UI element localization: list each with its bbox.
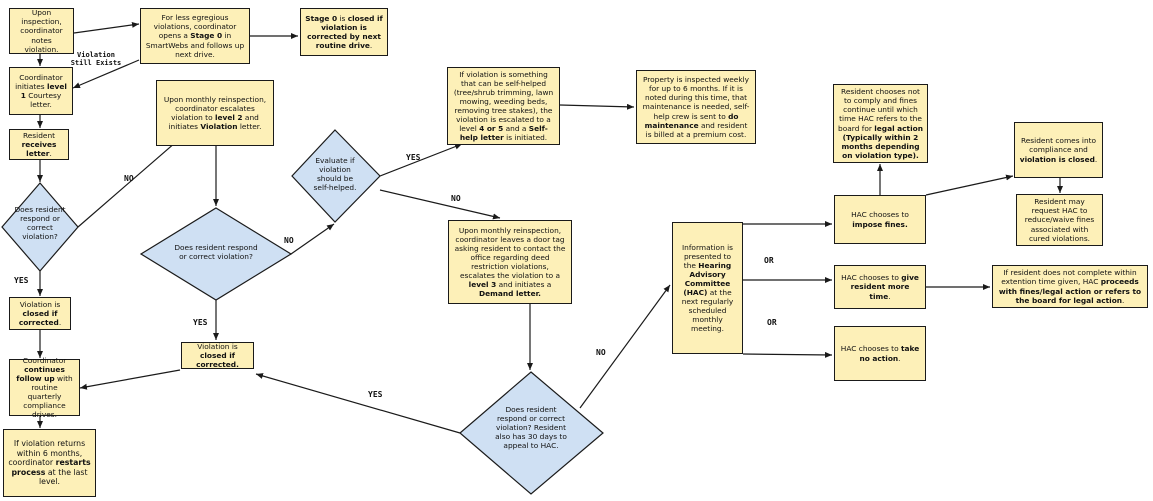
or-label-2: OR (767, 318, 777, 327)
legal-action-box: Resident chooses not to comply and fines… (833, 84, 928, 163)
decision-4-text: Does resident respond or correct violati… (495, 405, 567, 451)
reduce-fines-box: Resident may request HAC to reduce/waive… (1016, 194, 1103, 246)
no-label-2: NO (284, 236, 294, 245)
level1-letter-box: Coordinator initiates level 1 Courtesy l… (9, 67, 73, 115)
decision-diamond-4 (459, 371, 604, 495)
or-label-1: OR (764, 256, 774, 265)
more-time-box: HAC chooses to give resident more time. (834, 265, 926, 309)
no-label-4: NO (596, 348, 606, 357)
level2-letter-box: Upon monthly reinspection, coordinator e… (156, 80, 274, 146)
no-action-box: HAC chooses to take no action. (834, 326, 926, 381)
compliance-closed-box: Resident comes into compliance and viola… (1014, 122, 1103, 178)
yes-label-1: YES (14, 276, 29, 285)
stage0-open-box: For less egregious violations, coordinat… (140, 8, 250, 64)
upon-inspection-box: Upon inspection, coordinator notes viola… (9, 8, 74, 54)
weekly-inspection-box: Property is inspected weekly for up to 6… (636, 70, 756, 144)
extension-box: If resident does not complete within ext… (992, 265, 1148, 308)
follow-up-box: Coordinator continues follow up with rou… (9, 356, 80, 419)
violation-closed-box-1: Violation is closed if corrected. (9, 297, 71, 330)
decision-diamond-3 (291, 129, 381, 223)
stage0-closed-box: Stage 0 is closed if violation is correc… (300, 8, 388, 56)
yes-label-3: YES (406, 153, 421, 162)
decision-3-text: Evaluate if violation should be self-hel… (313, 156, 357, 193)
violation-closed-box-2: Violation is closed if corrected. (181, 342, 254, 369)
no-label-1: NO (124, 174, 134, 183)
self-help-box: If violation is something that can be se… (447, 67, 560, 145)
no-label-3: NO (451, 194, 461, 203)
restarts-process-box: If violation returns within 6 months, co… (3, 429, 96, 497)
receives-letter-box: Resident receives letter. (9, 129, 69, 160)
still-exists-label: Violation Still Exists (70, 51, 122, 68)
decision-2-text: Does resident respond or correct violati… (174, 243, 258, 262)
hac-info-box: Information is presented to the Hearing … (672, 222, 743, 354)
level3-demand-box: Upon monthly reinspection, coordinator l… (448, 220, 572, 304)
yes-label-4: YES (368, 390, 383, 399)
yes-label-2: YES (193, 318, 208, 327)
impose-fines-box: HAC chooses to impose fines. (834, 195, 926, 244)
decision-1-text: Does resident respond or correct violati… (14, 205, 66, 242)
